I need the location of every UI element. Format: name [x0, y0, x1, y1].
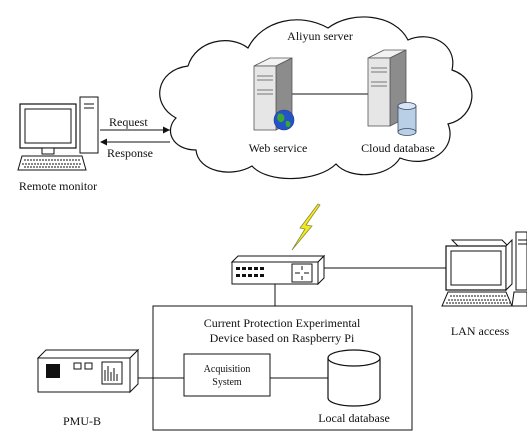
database-icon [397, 102, 417, 136]
request-label: Request [109, 115, 148, 129]
acquisition-line2: System [212, 377, 242, 388]
device-title-line1: Current Protection Experimental [204, 316, 361, 330]
cloud-title: Aliyun server [287, 29, 353, 43]
device-box [152, 305, 413, 431]
local-database-label: Local database [318, 411, 390, 425]
computer-icon [17, 96, 99, 171]
acquisition-line1: Acquisition [204, 364, 251, 375]
lan-access-label: LAN access [451, 324, 510, 338]
switch-icon [230, 254, 326, 286]
globe-icon [273, 109, 295, 131]
pmu-label: PMU-B [63, 414, 101, 428]
device-title-line2: Device based on Raspberry Pi [210, 331, 355, 345]
cloud-database-label: Cloud database [361, 141, 435, 155]
remote-monitor-label: Remote monitor [19, 179, 97, 193]
lightning-icon [291, 203, 321, 251]
laptop-icon [441, 231, 527, 307]
server-icon [253, 57, 293, 131]
response-label: Response [107, 146, 153, 160]
pmu-device-icon [36, 348, 140, 394]
web-service-label: Web service [249, 141, 308, 155]
acquisition-system-box [183, 353, 271, 397]
database-icon [327, 349, 381, 407]
